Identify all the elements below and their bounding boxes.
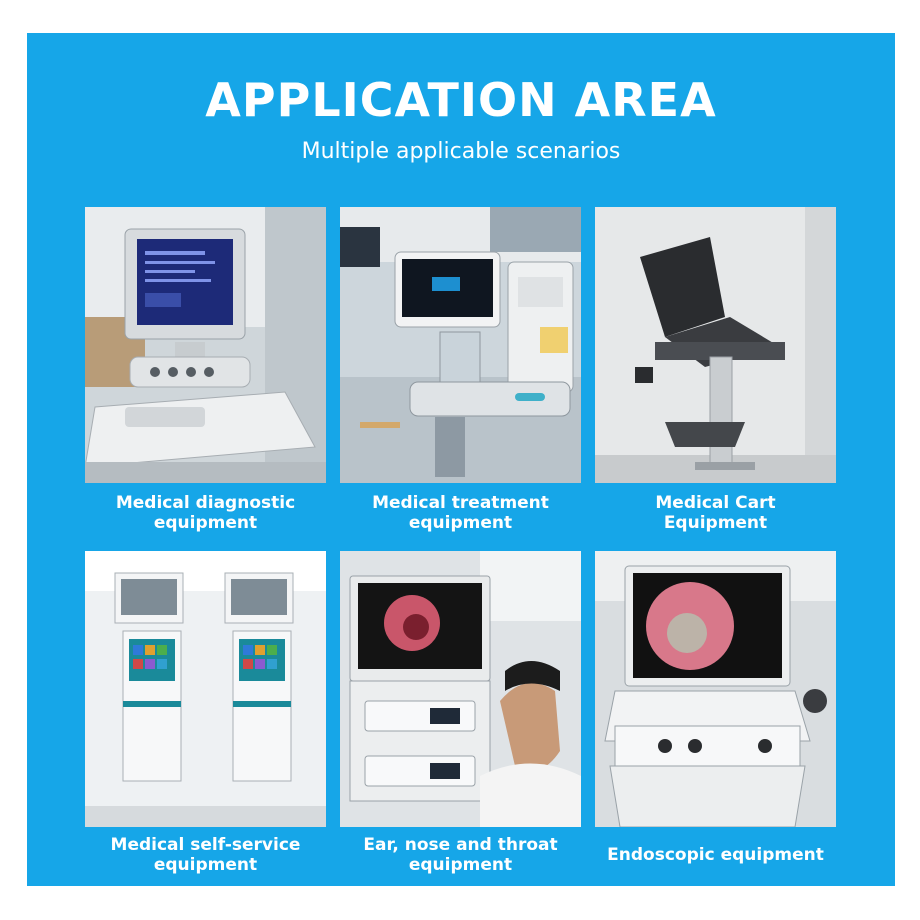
treatment-machine-photo — [340, 207, 581, 483]
application-area-panel: APPLICATION AREA Multiple applicable sce… — [27, 33, 895, 886]
card-endoscopic: Endoscopic equipment — [595, 551, 836, 865]
page-title: APPLICATION AREA — [205, 73, 717, 127]
card-medical-treatment: Medical treatment equipment — [340, 207, 581, 533]
card-medical-cart: Medical Cart Equipment — [595, 207, 836, 533]
card-caption: Medical self-service equipment — [110, 835, 301, 875]
card-medical-diagnostic: Medical diagnostic equipment — [85, 207, 326, 533]
ultrasound-machine-photo — [85, 207, 326, 483]
endoscope-monitor-photo — [595, 551, 836, 827]
laptop-cart-photo — [595, 207, 836, 483]
card-medical-self-service: Medical self-service equipment — [85, 551, 326, 875]
card-caption: Medical treatment equipment — [372, 493, 549, 533]
card-ent: Ear, nose and throat equipment — [340, 551, 581, 875]
page-subtitle: Multiple applicable scenarios — [301, 139, 621, 164]
card-caption: Ear, nose and throat equipment — [363, 835, 558, 875]
card-caption: Medical diagnostic equipment — [115, 493, 296, 533]
card-caption: Medical Cart Equipment — [655, 493, 776, 533]
self-service-kiosk-photo — [85, 551, 326, 827]
card-caption: Endoscopic equipment — [607, 845, 824, 865]
ent-station-photo — [340, 551, 581, 827]
